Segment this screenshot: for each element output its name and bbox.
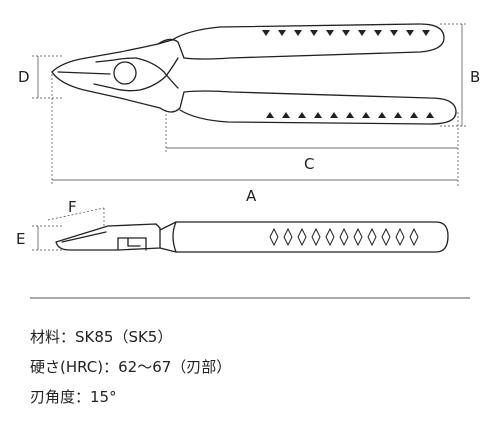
dimension-label-e: E xyxy=(16,230,25,248)
upper-handle-grip xyxy=(262,30,430,36)
side-jaw-notch xyxy=(117,237,147,251)
pliers-top-view xyxy=(51,23,457,125)
bolster-lower xyxy=(159,91,185,113)
dimension-lines-top xyxy=(32,23,468,186)
side-handle-grip xyxy=(269,227,419,247)
lower-handle-outline xyxy=(179,90,457,125)
dimension-label-b: B xyxy=(470,68,480,86)
side-handle-neck xyxy=(172,221,177,253)
upper-handle-outline xyxy=(171,23,445,60)
dimension-lines-side xyxy=(32,207,105,251)
spec-material: 材料：SK85（SK5） xyxy=(30,328,173,346)
pivot-circle xyxy=(113,61,137,85)
upper-jaw-outline xyxy=(51,39,173,73)
jaw-detail-upper xyxy=(95,57,137,63)
lower-handle-grip xyxy=(266,112,434,118)
pliers-side-view xyxy=(55,221,449,253)
dimension-label-d: D xyxy=(18,68,30,86)
jaw-edge-line xyxy=(57,71,111,75)
dimension-label-c: C xyxy=(304,155,314,173)
dimension-label-f: F xyxy=(68,198,77,216)
lower-jaw-outline xyxy=(51,71,161,109)
side-jaw-outline xyxy=(55,223,161,251)
spec-hardness: 硬さ(HRC)：62～67（刃部） xyxy=(30,358,232,376)
bolster-upper xyxy=(157,38,185,59)
crossover-upper xyxy=(135,57,179,89)
side-handle-outline xyxy=(159,221,449,253)
spec-blade-angle: 刃角度：15° xyxy=(30,388,117,406)
crossover-lower xyxy=(139,57,179,91)
jaw-detail-lower xyxy=(93,83,141,92)
spec-list: 材料：SK85（SK5） 硬さ(HRC)：62～67（刃部） 刃角度：15° xyxy=(30,322,231,412)
side-jaw-bevel xyxy=(61,231,107,243)
dimension-label-a: A xyxy=(246,187,257,205)
